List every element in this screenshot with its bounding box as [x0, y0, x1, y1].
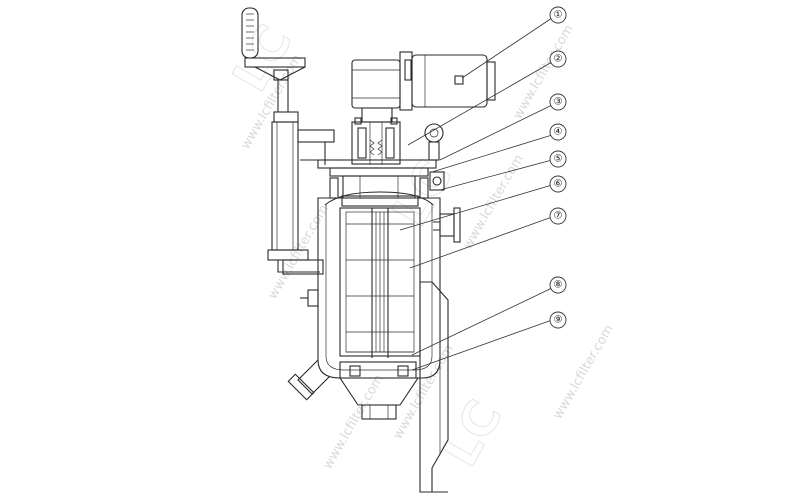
callouts: ① ② ③ ④ ⑤ ⑥ ⑦ ⑧	[549, 6, 567, 329]
callout-5: ⑤	[549, 150, 567, 168]
callout-4: ④	[549, 123, 567, 141]
gear-motor	[351, 51, 496, 123]
callout-9-label: ⑨	[554, 315, 563, 326]
callout-3-label: ③	[554, 97, 563, 108]
vent-valve	[429, 171, 445, 191]
callout-8-label: ⑧	[554, 280, 563, 291]
support-bracket	[300, 289, 319, 307]
callout-3: ③	[549, 93, 567, 111]
lifting-eye	[424, 123, 444, 161]
callout-4-label: ④	[554, 127, 563, 138]
callout-8: ⑧	[549, 276, 567, 294]
watermark-text: www.lcfilter.com	[550, 322, 616, 422]
support-leg	[419, 281, 449, 493]
callout-1: ①	[549, 6, 567, 24]
callout-5-label: ⑤	[554, 154, 563, 165]
callout-7: ⑦	[549, 207, 567, 225]
watermark-text: www.lcfilter.com	[320, 372, 386, 472]
coupling-housing	[351, 117, 401, 165]
leader-lines	[399, 17, 553, 371]
bottom-cone	[339, 361, 419, 420]
filter-element	[339, 207, 421, 358]
inlet-nozzle	[433, 207, 461, 243]
lift-column	[267, 121, 335, 275]
watermark-text: www.lcfilter.com	[510, 22, 576, 122]
callout-1-label: ①	[554, 10, 563, 21]
outlet-nozzle	[287, 359, 331, 401]
callout-2: ②	[549, 50, 567, 68]
watermark-text: www.lcfilter.com	[265, 202, 331, 302]
watermark-layer: www.lcfilter.com www.lcfilter.com www.lc…	[221, 16, 616, 477]
callout-9: ⑨	[549, 311, 567, 329]
callout-6: ⑥	[549, 175, 567, 193]
watermark-logo: LC	[432, 391, 513, 476]
callout-2-label: ②	[554, 54, 563, 65]
callout-6-label: ⑥	[554, 179, 563, 190]
callout-7-label: ⑦	[554, 211, 563, 222]
